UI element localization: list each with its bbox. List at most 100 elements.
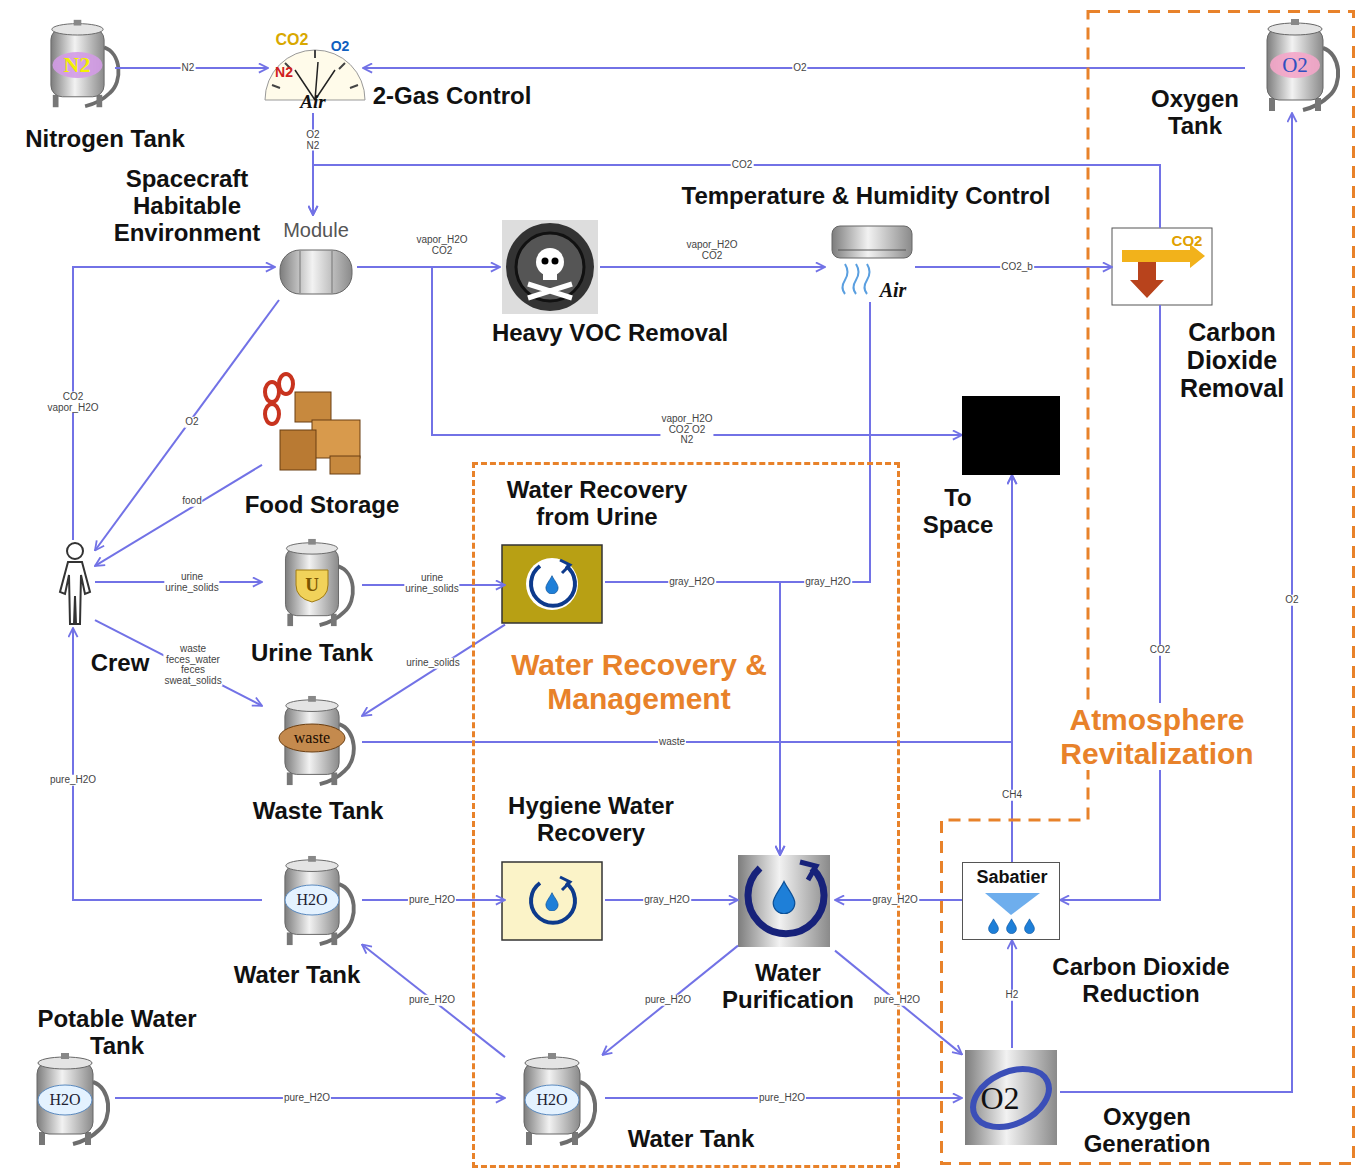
flow-label: pure_H2O [408,995,456,1006]
urine-tank-icon [285,539,352,626]
node-label: Carbon Dioxide Removal [1170,318,1295,402]
flow-label: urine urine_solids [404,573,459,594]
flow-arrow [362,475,1012,742]
flow-label: waste [658,737,686,748]
oxygen-generation-icon [964,1050,1058,1145]
flow-arrow [600,266,825,268]
process-node: Heavy VOC Removal [500,218,600,315]
flow-arrow [95,465,262,566]
icon-text: CO2 [276,32,309,48]
storage-node: Food Storage [262,375,362,475]
flow-arrow [1060,305,1160,900]
node-label: Hygiene Water Recovery [491,793,691,847]
crew-node: Crew [55,540,95,628]
flow-arrow [362,944,505,1057]
sabatier-icon [962,862,1060,940]
flow-label: pure_H2O [758,1093,806,1104]
waste-tank-icon [279,696,354,785]
icon-text: H2O [296,892,327,908]
water-tank-icon [524,1053,595,1145]
icon-text: U [305,575,319,594]
flow-label: vapor_H2O CO2 [415,235,468,256]
node-label: Sabatier [965,867,1059,887]
node-label: Nitrogen Tank [0,126,225,153]
process-node: SabatierCarbon Dioxide Reduction [962,862,1060,940]
flow-label: CH4 [1001,790,1023,801]
node-label: Oxygen Generation [1067,1104,1227,1158]
icon-text: H2O [536,1092,567,1108]
node-label: 2-Gas Control [352,83,552,110]
flow-label: urine urine_solids [164,572,219,593]
node-label: Temperature & Humidity Control [646,183,1086,210]
node-label: Oxygen Tank [1135,86,1255,140]
icon-text: Air [880,280,907,300]
node-label: Urine Tank [232,640,392,667]
potable-water-tank-icon [37,1053,108,1145]
icon-text: O2 [980,1082,1019,1114]
node-label: Waste Tank [233,798,403,825]
crew-figure [60,543,90,624]
node-label: Crew [80,650,160,677]
flow-arrow [357,267,962,435]
flow-label: O2 N2 [305,130,320,151]
process-node: Water Recovery from Urine [505,548,605,626]
icon-text: N2 [64,54,91,76]
process-node: Hygiene Water Recovery [505,865,605,943]
nitrogen-tank-icon [51,20,119,107]
region: Water Recovery from UrineHygiene Water R… [472,462,900,1168]
node-label: Water Tank [217,962,377,989]
flow-label: gray_H2O [668,577,716,588]
icon-text: Air [300,92,325,111]
urine-recovery-icon [502,545,602,623]
to-space-box [962,396,1060,475]
flow-label: waste feces_water feces sweat_solids [163,644,222,686]
icon-text: waste [294,730,330,746]
node-label: Water Tank [611,1126,771,1153]
node-label: Spacecraft Habitable Environment [97,166,277,247]
module-node: Spacecraft Habitable EnvironmentModule [275,215,357,300]
flow-arrow [73,628,262,900]
flow-label: food [181,496,202,507]
flow-arrow [313,165,1160,228]
node-label: Food Storage [222,492,422,519]
flow-label: O2 [184,417,199,428]
flow-label: CO2 [731,160,754,171]
flow-label: gray_H2O [871,895,919,906]
flow-label: H2 [1005,990,1020,1001]
module-icon [280,250,352,294]
icon-text: N2 [275,65,293,79]
flow-label: N2 [181,63,196,74]
node-label: Water Purification [698,960,878,1014]
flow-label: CO2_b [1000,262,1034,273]
flow-label: vapor_H2O CO2 [685,240,738,261]
voc-removal-icon [502,220,598,314]
flow-label: CO2 [1149,645,1172,656]
sink-node: To Space [962,396,1060,475]
flow-label: pure_H2O [644,995,692,1006]
oxygen-tank-icon [1267,19,1338,111]
flow-label: pure_H2O [873,995,921,1006]
node-label: Atmosphere Revitalization [1032,703,1282,770]
node-label: To Space [913,485,1003,539]
node-label: Water Recovery from Urine [482,477,712,531]
node-label: Potable Water Tank [17,1006,217,1060]
water-tank-icon [285,856,354,945]
flow-label: vapor_H2O CO2 O2 N2 [660,414,713,446]
flow-arrow [780,302,870,855]
flow-label: O2 [792,63,807,74]
flow-arrow [1011,475,1013,862]
co2-removal-icon [1112,228,1212,305]
flow-label: urine_solids [405,658,460,669]
flow-label: O2 [1284,595,1299,606]
flow-label: gray_H2O [643,895,691,906]
node-sublabel: Carbon Dioxide Reduction [1034,954,1249,1008]
icon-text: H2O [49,1092,80,1108]
node-label: Water Recovery & Management [499,648,779,715]
process-node: Water Purification [738,855,835,952]
icon-text: O2 [1282,55,1308,76]
node-label: Heavy VOC Removal [470,320,750,347]
flow-label: CO2 vapor_H2O [46,392,99,413]
flow-arrow [602,946,738,1055]
flow-label: pure_H2O [408,895,456,906]
